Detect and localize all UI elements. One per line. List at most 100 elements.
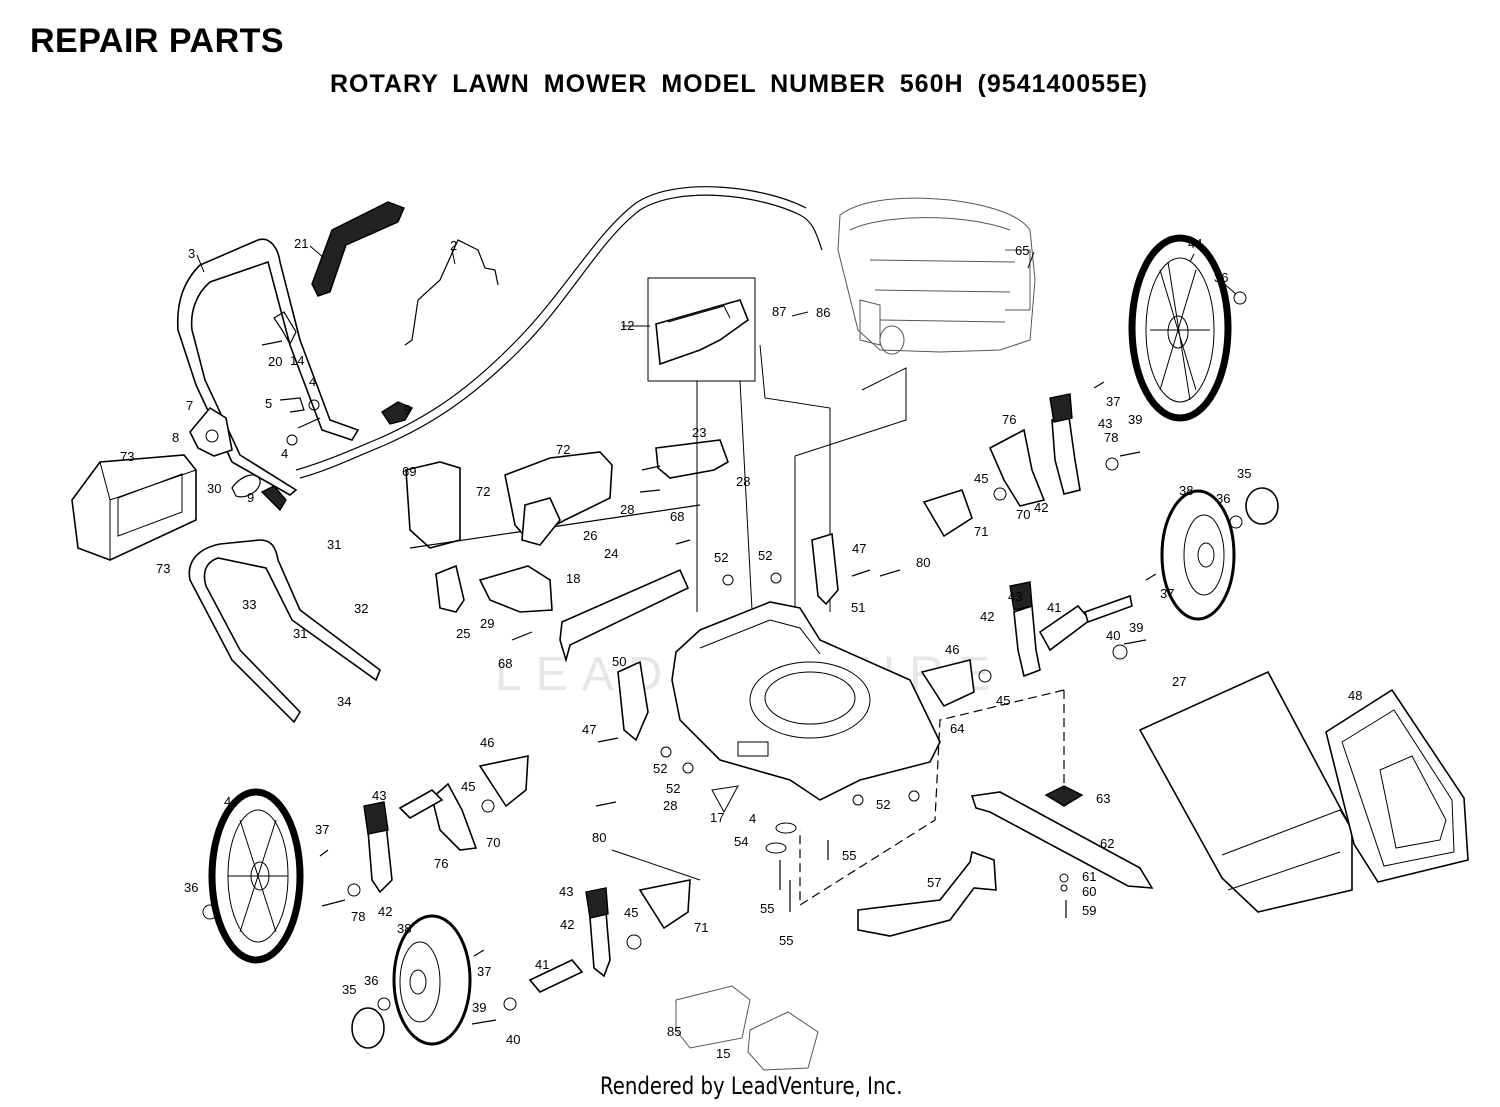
footer-credit: Rendered by LeadVenture, Inc.: [600, 1072, 903, 1100]
part-callout-26: 26: [583, 528, 597, 543]
part-callout-32: 32: [354, 601, 368, 616]
part-callout-78: 78: [1104, 430, 1118, 445]
page-heading: REPAIR PARTS: [30, 22, 285, 60]
part-callout-37: 37: [1106, 394, 1120, 409]
axle: [398, 789, 444, 819]
handle-bracket: [189, 406, 233, 457]
cable-tie: [231, 474, 261, 498]
part-callout-23: 23: [692, 425, 706, 440]
cable-guide: [655, 439, 729, 479]
deflector-bracket: [478, 565, 553, 613]
part-callout-78: 78: [351, 909, 365, 924]
part-callout-46: 46: [480, 735, 494, 750]
adjuster-gear-plate: [920, 659, 975, 708]
part-callout-3: 3: [188, 246, 195, 261]
part-callout-38: 38: [397, 921, 411, 936]
cable-clip: [273, 311, 297, 346]
adjuster-gear-plate: [638, 879, 691, 930]
part-callout-28: 28: [620, 502, 634, 517]
part-callout-44: 44: [224, 794, 238, 809]
hinge-bracket: [435, 564, 465, 613]
control-bail: [404, 239, 499, 346]
catcher-frame: [1325, 688, 1469, 883]
part-callout-76: 76: [434, 856, 448, 871]
rear-flap: [71, 454, 197, 561]
part-callout-70: 70: [486, 835, 500, 850]
part-callout-51: 51: [851, 600, 865, 615]
part-callout-86: 86: [816, 305, 830, 320]
part-callout-25: 25: [456, 626, 470, 641]
part-callout-40: 40: [1106, 628, 1120, 643]
part-callout-7: 7: [186, 398, 193, 413]
part-callout-69: 69: [402, 464, 416, 479]
part-callout-21: 21: [294, 236, 308, 251]
part-callout-71: 71: [974, 524, 988, 539]
part-callout-24: 24: [604, 546, 618, 561]
part-callout-62: 62: [1100, 836, 1114, 851]
part-callout-45: 45: [996, 693, 1010, 708]
part-callout-47: 47: [852, 541, 866, 556]
part-callout-20: 20: [268, 354, 282, 369]
part-callout-68: 68: [498, 656, 512, 671]
adjuster-gear-plate: [478, 755, 529, 808]
part-callout-54: 54: [734, 834, 748, 849]
part-callout-41: 41: [535, 957, 549, 972]
air-filter: [675, 985, 751, 1049]
height-adjuster: [363, 801, 393, 894]
part-callout-4: 4: [309, 374, 316, 389]
part-callout-55: 55: [779, 933, 793, 948]
part-callout-2: 2: [450, 238, 457, 253]
rear-wheel: [1128, 234, 1232, 422]
part-callout-34: 34: [337, 694, 351, 709]
part-callout-73: 73: [120, 449, 134, 464]
front-wheel: [1160, 489, 1236, 621]
front-wheel: [392, 914, 472, 1046]
throttle-cable-outer: [295, 186, 807, 471]
part-callout-36: 36: [1214, 270, 1228, 285]
part-callout-12: 12: [620, 318, 634, 333]
part-callout-45: 45: [461, 779, 475, 794]
part-callout-9: 9: [404, 402, 411, 417]
part-callout-44: 44: [1188, 236, 1202, 251]
height-adjuster: [585, 887, 611, 978]
part-callout-38: 38: [1179, 483, 1193, 498]
part-callout-45: 45: [974, 471, 988, 486]
part-callout-85: 85: [667, 1024, 681, 1039]
hubcap: [1245, 487, 1279, 525]
part-callout-40: 40: [506, 1032, 520, 1047]
part-callout-76: 76: [1002, 412, 1016, 427]
part-callout-59: 59: [1082, 903, 1096, 918]
part-callout-43: 43: [1008, 589, 1022, 604]
part-callout-17: 17: [710, 810, 724, 825]
part-callout-39: 39: [1128, 412, 1142, 427]
part-callout-60: 60: [1082, 884, 1096, 899]
part-callout-80: 80: [916, 555, 930, 570]
rear-wheel: [208, 788, 304, 964]
adjuster-gear-plate: [922, 489, 973, 538]
part-callout-45: 45: [624, 905, 638, 920]
part-callout-8: 8: [172, 430, 179, 445]
part-callout-36: 36: [364, 973, 378, 988]
part-callout-31: 31: [327, 537, 341, 552]
cutting-blade: [970, 791, 1154, 889]
part-callout-50: 50: [612, 654, 626, 669]
part-callout-57: 57: [927, 875, 941, 890]
part-callout-64: 64: [950, 721, 964, 736]
part-callout-37: 37: [315, 822, 329, 837]
part-callout-29: 29: [480, 616, 494, 631]
axle: [1084, 594, 1133, 624]
part-callout-31: 31: [293, 626, 307, 641]
part-callout-9: 9: [247, 490, 254, 505]
part-callout-70: 70: [1016, 507, 1030, 522]
part-callout-52: 52: [714, 550, 728, 565]
part-callout-14: 14: [290, 353, 304, 368]
part-callout-71: 71: [694, 920, 708, 935]
baffle: [857, 850, 997, 937]
part-callout-42: 42: [378, 904, 392, 919]
hubcap: [351, 1007, 385, 1049]
part-callout-36: 36: [1216, 491, 1230, 506]
part-callout-68: 68: [670, 509, 684, 524]
part-callout-43: 43: [559, 884, 573, 899]
part-callout-47: 47: [582, 722, 596, 737]
